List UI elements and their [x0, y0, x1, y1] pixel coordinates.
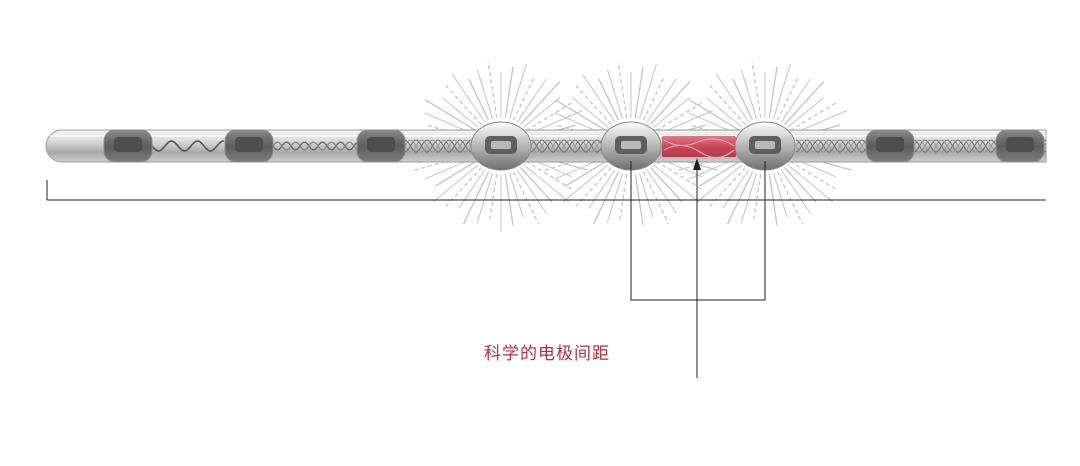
pointer-arrow — [693, 158, 701, 378]
electrode-4 — [470, 121, 532, 171]
highlight-spacing-segment — [662, 136, 736, 159]
electrodes — [103, 121, 1045, 171]
electrode-3 — [356, 129, 406, 163]
electrode-6 — [734, 121, 796, 171]
electrode-8 — [995, 129, 1045, 163]
electrode-2 — [224, 129, 274, 163]
spacing-bracket — [630, 161, 766, 301]
spacing-caption: 科学的电极间距 — [484, 344, 610, 364]
internal-wires — [151, 139, 1047, 153]
electrode-7 — [865, 129, 915, 163]
length-bracket — [46, 180, 1046, 201]
electrode-1 — [103, 129, 153, 163]
